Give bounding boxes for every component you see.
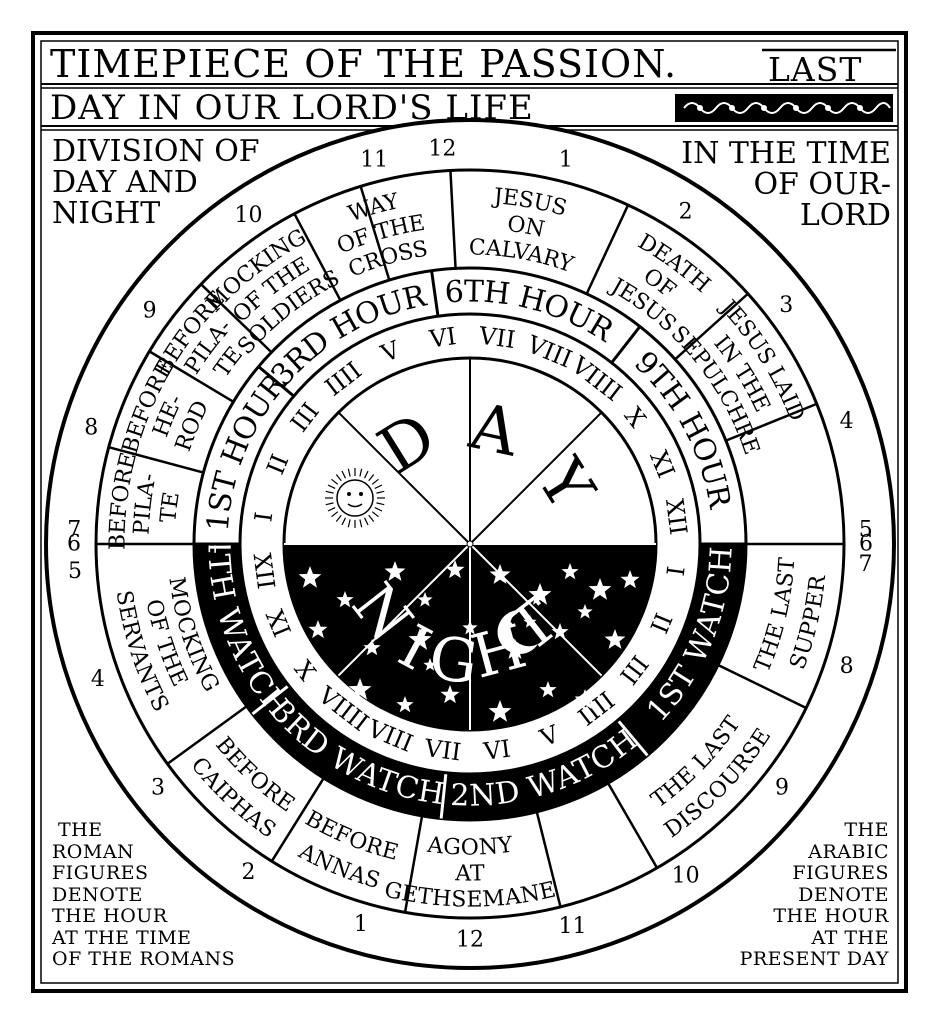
- hour-number: 9: [143, 299, 157, 324]
- hour-number: 5: [68, 559, 82, 584]
- hour-number: 6: [67, 532, 81, 557]
- note-line: FIGURES: [52, 862, 149, 884]
- hour-number: 11: [558, 914, 586, 939]
- note-line: ARABIC: [808, 840, 889, 863]
- note-line: THE HOUR: [773, 905, 889, 927]
- hour-number: 9: [775, 775, 789, 800]
- corner-top-right: IN THE TIME OF OUR- LORD: [681, 138, 891, 231]
- corner-line: OF OUR-: [753, 167, 891, 202]
- note-line: OF THE ROMANS: [52, 948, 236, 970]
- note-arabic: THE ARABIC FIGURES DENOTE THE HOUR AT TH…: [739, 819, 889, 971]
- hour-number: 1: [354, 912, 368, 937]
- hour-number: 3: [151, 775, 165, 800]
- roman-night-numeral: VI: [481, 735, 512, 766]
- note-line: ROMAN: [52, 840, 135, 863]
- hour-number: 3: [779, 293, 793, 318]
- sun-icon: [325, 468, 385, 528]
- center-pivot: [466, 540, 474, 548]
- hour-number: 1: [559, 147, 573, 172]
- page-title-suffix: LAST: [768, 50, 863, 89]
- hour-number: 8: [840, 654, 854, 679]
- roman-day-numeral: VI: [427, 322, 458, 353]
- hour-number: 12: [456, 928, 484, 953]
- roman-day-numeral: XII: [660, 497, 692, 536]
- hour-number: 2: [242, 860, 256, 885]
- note-line: PRESENT DAY: [739, 948, 889, 970]
- note-roman: THE ROMAN FIGURES DENOTE THE HOUR AT THE…: [52, 819, 236, 971]
- note-line: THE: [844, 819, 889, 841]
- moon-icon: [497, 609, 538, 654]
- corner-line: NIGHT: [52, 196, 161, 231]
- corner-top-left: DIVISION OF DAY AND NIGHT: [52, 136, 260, 229]
- corner-line: LORD: [799, 198, 891, 233]
- note-line: DENOTE: [798, 883, 889, 906]
- note-line: THE: [58, 819, 103, 841]
- roman-day-numeral: I: [249, 510, 278, 523]
- hour-number: 2: [679, 199, 693, 224]
- roman-ring: [238, 312, 702, 776]
- hour-number: 6: [859, 532, 873, 557]
- roman-night-numeral: XII: [248, 551, 280, 590]
- night-letter: G: [425, 623, 482, 699]
- hour-number: 7: [67, 518, 81, 543]
- roman-night-numeral: I: [662, 565, 691, 578]
- page-title: TIMEPIECE OF THE PASSION.: [50, 42, 678, 86]
- note-line: DENOTE: [52, 883, 143, 906]
- hour-number: 11: [360, 147, 388, 172]
- hour-number: 10: [235, 203, 263, 228]
- hour-number: 4: [840, 409, 854, 434]
- note-line: THE HOUR: [52, 905, 168, 927]
- hour-number: 10: [672, 864, 700, 889]
- hour-number: 8: [84, 416, 98, 441]
- event-label: AT: [454, 861, 485, 886]
- note-line: AT THE: [811, 926, 889, 949]
- stars: [298, 560, 640, 722]
- hour-number: 5: [859, 518, 873, 543]
- roman-day-numeral: VII: [476, 321, 517, 354]
- hour-number: 12: [428, 136, 456, 161]
- hour-number: 4: [91, 667, 105, 692]
- ornament-scroll: [675, 94, 893, 122]
- roman-night-numeral: VII: [422, 734, 463, 767]
- note-line: AT THE TIME: [52, 926, 192, 949]
- corner-line: DAY AND: [52, 165, 198, 200]
- corner-line: IN THE TIME: [681, 136, 891, 171]
- hour-number: 7: [858, 552, 872, 577]
- event-label: AGONY: [425, 833, 514, 861]
- note-line: FIGURES: [792, 862, 889, 884]
- corner-line: DIVISION OF: [52, 134, 260, 169]
